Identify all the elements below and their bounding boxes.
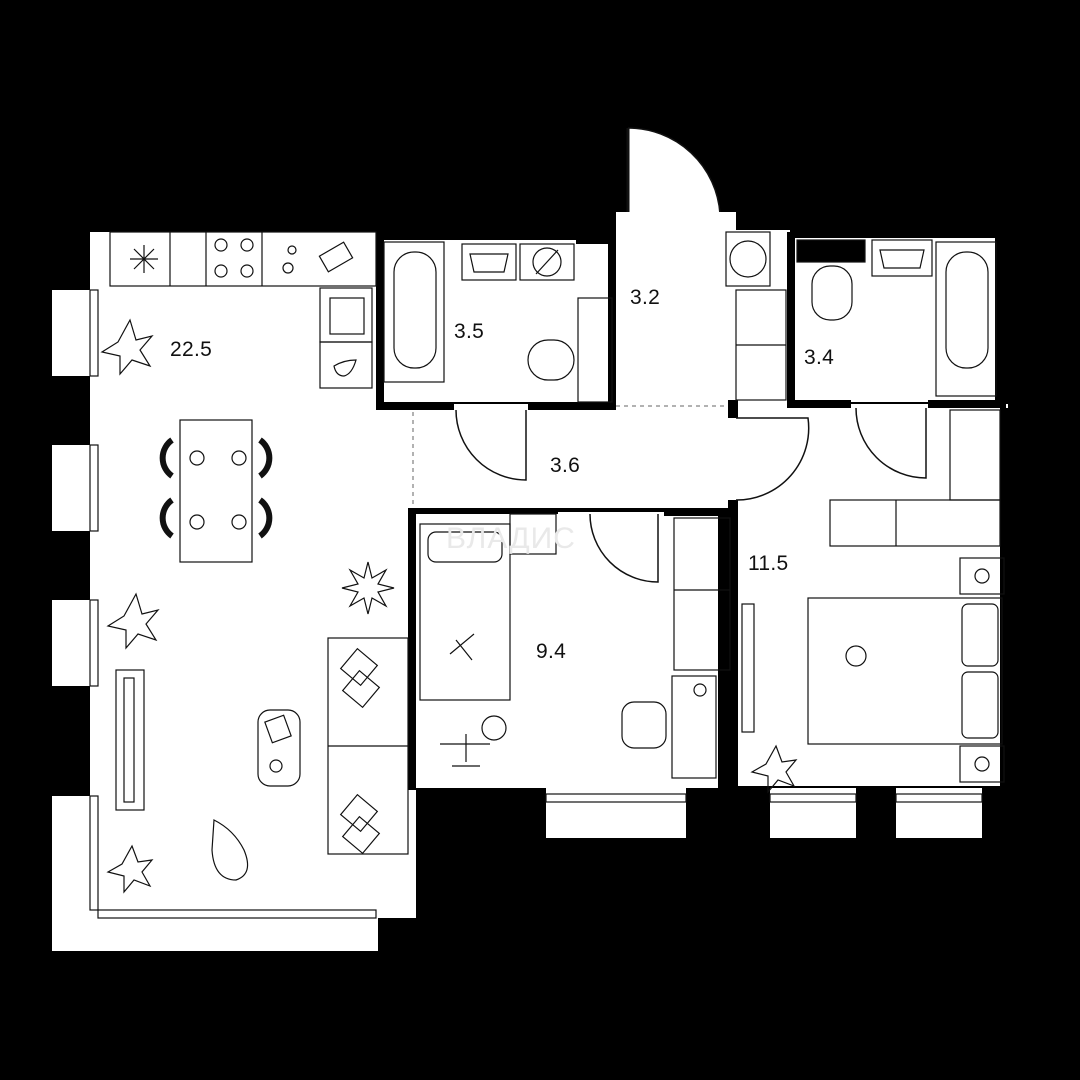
entrance-door (616, 127, 736, 230)
living-furniture (115, 637, 409, 881)
plants (100, 318, 798, 894)
kids-room-furniture (419, 513, 731, 779)
area-label-bedroom: 11.5 (748, 552, 789, 575)
watermark: ВЛАДИС (446, 522, 576, 555)
bathroom-2-fixtures (796, 239, 997, 397)
area-label-bathroom-1: 3.5 (454, 320, 485, 343)
windows (89, 289, 983, 919)
hallway-fixtures (725, 231, 787, 401)
area-label-entrance: 3.2 (630, 286, 661, 309)
bathroom-1-fixtures (383, 241, 613, 403)
area-label-bathroom-2: 3.4 (804, 346, 835, 369)
dining-table (159, 419, 273, 563)
area-label-kids-room: 9.4 (536, 640, 567, 663)
kitchen (109, 231, 377, 389)
area-label-hall: 3.6 (550, 454, 581, 477)
area-label-living-kitchen: 22.5 (170, 338, 213, 361)
doors (455, 407, 927, 583)
floor-area (52, 228, 1008, 951)
bedroom-furniture (741, 409, 1005, 783)
